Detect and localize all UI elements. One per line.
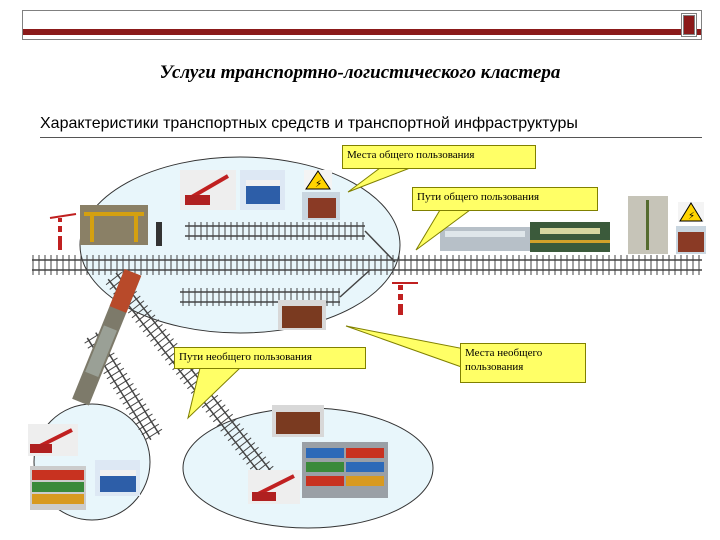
gantry-crane-photo bbox=[80, 205, 148, 245]
callout-public-places: Места общего пользования bbox=[342, 145, 536, 169]
containers-photo-bottom-left bbox=[30, 466, 86, 510]
substation-photo-right bbox=[676, 226, 706, 254]
branch-track-diagonal bbox=[104, 270, 281, 488]
subtitle-rule bbox=[40, 137, 702, 138]
callout-public-tracks: Пути общего пользования bbox=[412, 187, 598, 211]
crane-photo-top bbox=[180, 170, 236, 210]
callout-private-tracks: Пути необщего пользования bbox=[174, 347, 366, 369]
barrier-signal-left bbox=[49, 213, 77, 250]
barrier-signal-center bbox=[392, 282, 418, 315]
warehouse-photo-mid bbox=[278, 300, 326, 330]
svg-text:⚡: ⚡ bbox=[688, 211, 695, 222]
containers-yard-photo bbox=[302, 442, 388, 498]
traffic-light-left bbox=[156, 222, 162, 246]
building-photo-top bbox=[240, 170, 285, 210]
warning-sign-top: ⚡ bbox=[304, 170, 332, 190]
field-signal-photo-right bbox=[628, 196, 668, 254]
top-decor-bar bbox=[22, 10, 702, 40]
svg-text:⚡: ⚡ bbox=[315, 179, 322, 190]
substation-photo-top bbox=[302, 192, 340, 220]
upper-siding-track bbox=[185, 222, 396, 263]
main-railway-track bbox=[32, 255, 702, 275]
locomotive-image bbox=[440, 222, 610, 252]
diagonal-train-image bbox=[72, 269, 142, 406]
crane-photo-bottom bbox=[248, 470, 300, 504]
warehouse-photo-bottom bbox=[272, 405, 324, 437]
page-subtitle: Характеристики транспортных средств и тр… bbox=[40, 115, 578, 132]
top-decor-square-inner bbox=[683, 15, 695, 35]
warning-sign-right: ⚡ bbox=[678, 202, 704, 222]
top-decor-band bbox=[23, 29, 701, 35]
building-photo-bottom-left bbox=[95, 460, 140, 496]
callout-pointer-public-places bbox=[347, 167, 411, 193]
crane-photo-bottom-left bbox=[28, 424, 78, 456]
page-title: Услуги транспортно-логистического класте… bbox=[159, 62, 561, 83]
callout-private-places: Места необщего пользования bbox=[460, 343, 586, 383]
